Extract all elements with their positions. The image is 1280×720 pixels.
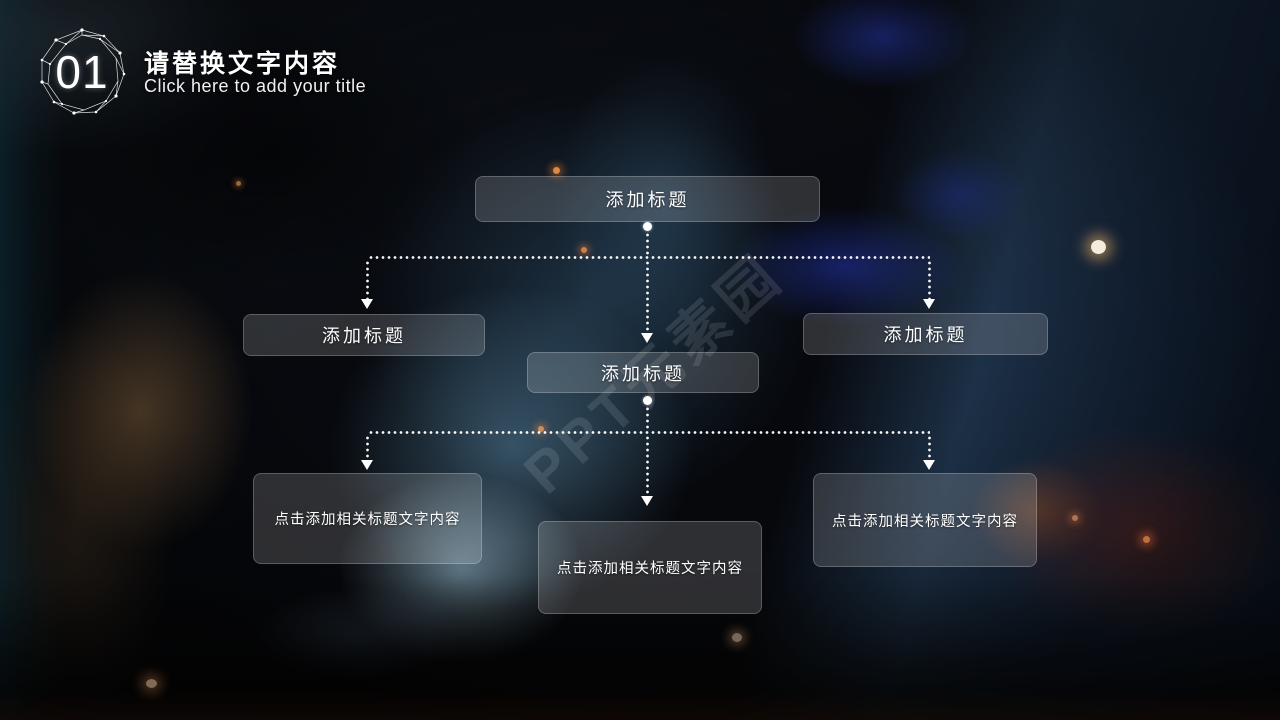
flow-node-level3-left[interactable]: 点击添加相关标题文字内容 [253, 473, 482, 564]
arrow-down-icon [641, 496, 653, 506]
spark-glow [146, 679, 157, 688]
connector-origin-dot [643, 396, 652, 405]
arrow-down-icon [923, 460, 935, 470]
connector-line [368, 256, 930, 259]
spark-glow [581, 247, 587, 253]
connector-line [366, 260, 369, 300]
flow-node-level2-center[interactable]: 添加标题 [527, 352, 759, 393]
slide-subtitle[interactable]: Click here to add your title [144, 76, 367, 96]
spark-glow [553, 167, 560, 174]
spark-glow [236, 181, 241, 186]
spark-glow [538, 426, 544, 432]
slide-title[interactable]: 请替换文字内容 [144, 50, 341, 78]
connector-line [646, 232, 649, 258]
polygon-mesh-icon [40, 28, 126, 115]
connector-origin-dot [643, 222, 652, 231]
flow-node-level3-right[interactable]: 点击添加相关标题文字内容 [813, 473, 1037, 567]
connector-line [928, 260, 931, 300]
section-number: 01 [55, 46, 109, 98]
connector-line [646, 435, 649, 497]
section-number-badge: 01 [36, 26, 128, 118]
arrow-down-icon [361, 299, 373, 309]
connector-line [368, 431, 930, 434]
connector-line [646, 406, 649, 432]
spark-glow [1072, 515, 1078, 521]
flow-node-level3-center[interactable]: 点击添加相关标题文字内容 [538, 521, 762, 614]
arrow-down-icon [641, 333, 653, 343]
spark-glow [1143, 536, 1150, 543]
flow-node-root[interactable]: 添加标题 [475, 176, 820, 222]
arrow-down-icon [361, 460, 373, 470]
spark-glow [1091, 240, 1106, 254]
flow-node-level2-left[interactable]: 添加标题 [243, 314, 485, 356]
connector-line [366, 435, 369, 461]
arrow-down-icon [923, 299, 935, 309]
connector-line [646, 260, 649, 334]
flow-node-level2-right[interactable]: 添加标题 [803, 313, 1048, 355]
connector-line [928, 435, 931, 461]
spark-glow [732, 633, 742, 642]
